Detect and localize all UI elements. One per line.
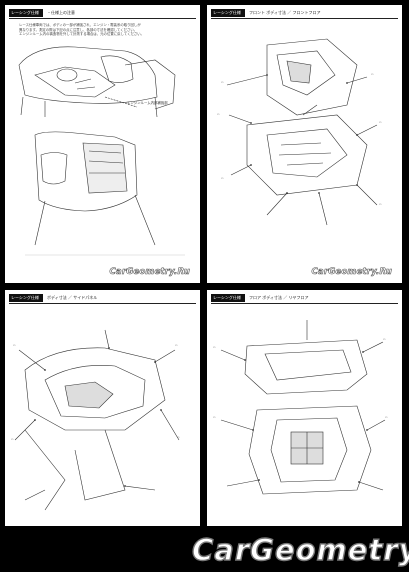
section-tab: レーシング仕様 xyxy=(211,294,245,302)
section-tab-label: レーシング仕様 xyxy=(213,10,241,15)
section-tab: レーシング仕様 xyxy=(9,294,43,302)
note-line: レース仕様車両では、ボディの一部が補強され、エンジン・電装系の取り回しが xyxy=(19,23,141,27)
note-line: エンジンルーム内の構造物を外して計測する場合は、元の位置に戻してください。 xyxy=(19,32,145,37)
section-tab: レーシング仕様 xyxy=(9,9,43,17)
callout-label: ▭ xyxy=(221,177,224,180)
callout-label: ▭ xyxy=(11,438,14,441)
illustration-caption: エンジンルーム内部補強部 xyxy=(127,101,168,105)
rear-floor-diagram xyxy=(220,320,386,495)
callout-label: ▭ xyxy=(213,346,216,349)
section-tab-label: レーシング仕様 xyxy=(11,10,39,15)
callout-label: ▭ xyxy=(217,113,220,116)
manual-page-4: レーシング仕様 フロア ボディ寸法 ／ リヤフロア ▭ ▭ ▭ ▭ xyxy=(207,290,402,526)
page-note: レース仕様車両では、ボディの一部が補強され、エンジン・電装系の取り回しが 異なり… xyxy=(19,23,169,37)
page-watermark: CarGeometry.Ru xyxy=(109,267,190,278)
front-floor-diagram xyxy=(226,38,378,226)
page-header-bar: レーシング仕様 ・仕様上の注意 xyxy=(9,9,196,19)
section-tab-label: レーシング仕様 xyxy=(213,295,241,300)
callout-label: ▭ xyxy=(221,81,224,84)
manual-page-2: レーシング仕様 フロント ボディ寸法 ／ フロントフロア ▭ ▭ ▭ ▭ ▭ ▭… xyxy=(207,5,402,283)
callout-label: ▭ xyxy=(13,344,16,347)
callout-label: ▭ xyxy=(177,436,180,439)
section-tab: レーシング仕様 xyxy=(211,9,245,17)
page-header-bar: レーシング仕様 フロア ボディ寸法 ／ リヤフロア xyxy=(211,294,398,304)
page-title: フロント ボディ寸法 ／ フロントフロア xyxy=(249,10,321,15)
page-title: ボディ寸法 ／ サイドパネル xyxy=(47,295,98,300)
manual-page-3: レーシング仕様 ボディ寸法 ／ サイドパネル ▭ ▭ ▭ ▭ xyxy=(5,290,200,526)
side-panel-diagram xyxy=(14,329,180,511)
callout-label: ▭ xyxy=(379,203,382,206)
callout-label: ▭ xyxy=(371,73,374,76)
section-tab-label: レーシング仕様 xyxy=(11,295,39,300)
note-line: 異なります。測定の際は下記の点に注意し、各部の寸法を確認してください。 xyxy=(19,27,138,32)
manual-page-1: レーシング仕様 ・仕様上の注意 レース仕様車両では、ボディの一部が補強され、エン… xyxy=(5,5,200,283)
engine-bay-illustration xyxy=(18,46,185,256)
callout-label: ▭ xyxy=(385,416,388,419)
page-watermark: CarGeometry.Ru xyxy=(311,267,392,278)
page-header-bar: レーシング仕様 ボディ寸法 ／ サイドパネル xyxy=(9,294,196,304)
page-title: フロア ボディ寸法 ／ リヤフロア xyxy=(249,295,309,300)
page-title: ・仕様上の注意 xyxy=(47,10,75,15)
brand-watermark: CarGeometry.Ru xyxy=(191,532,409,567)
callout-label: ▭ xyxy=(379,121,382,124)
page-header-bar: レーシング仕様 フロント ボディ寸法 ／ フロントフロア xyxy=(211,9,398,19)
callout-label: ▭ xyxy=(213,416,216,419)
callout-label: ▭ xyxy=(383,338,386,341)
callout-label: ▭ xyxy=(175,344,178,347)
